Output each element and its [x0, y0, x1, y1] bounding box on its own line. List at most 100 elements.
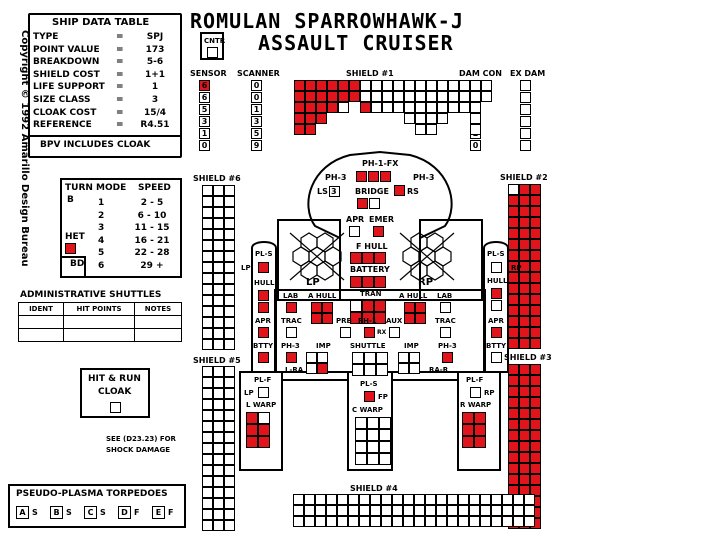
shield-4-box[interactable]	[293, 494, 304, 505]
shield-4-box[interactable]	[524, 505, 535, 516]
shield-6-box[interactable]	[224, 185, 235, 196]
shield-1-box[interactable]	[404, 102, 415, 113]
shuttle-box[interactable]	[352, 352, 364, 364]
shield-6-box[interactable]	[202, 251, 213, 262]
shield-4-box[interactable]	[392, 505, 403, 516]
rwarp-box[interactable]	[474, 424, 486, 436]
shield-3-box[interactable]	[530, 452, 541, 463]
shield-1-box[interactable]	[316, 113, 327, 124]
shield-6-box[interactable]	[202, 262, 213, 273]
shuttle-box[interactable]	[364, 352, 376, 364]
shield-6-box[interactable]	[224, 196, 235, 207]
shield-4-box[interactable]	[359, 505, 370, 516]
shield-2-box[interactable]	[530, 228, 541, 239]
shield-4-box[interactable]	[326, 516, 337, 527]
shield-5-box[interactable]	[202, 443, 213, 454]
imp-right-box[interactable]	[409, 352, 420, 363]
shield-3-box[interactable]	[530, 441, 541, 452]
shield-4-box[interactable]	[370, 516, 381, 527]
torpedo-box[interactable]: A	[16, 506, 29, 519]
shield-2-box[interactable]	[519, 261, 530, 272]
shield-1-box[interactable]	[305, 91, 316, 102]
shield-4-box[interactable]	[370, 494, 381, 505]
shield-1-box[interactable]	[481, 80, 492, 91]
imp-right-box[interactable]	[409, 363, 420, 374]
shield-5-box[interactable]	[202, 366, 213, 377]
shield-5-box[interactable]	[224, 410, 235, 421]
shield-2-box[interactable]	[530, 195, 541, 206]
shield-1-box[interactable]	[470, 80, 481, 91]
ahull-left-box[interactable]	[311, 313, 322, 324]
cwarp-box[interactable]	[355, 429, 367, 441]
rs-box[interactable]	[394, 185, 405, 196]
shield-6-box[interactable]	[213, 306, 224, 317]
shield-5-box[interactable]	[224, 377, 235, 388]
shield-6-box[interactable]	[202, 207, 213, 218]
sensor-cell[interactable]: 6	[199, 92, 210, 103]
het-box[interactable]	[65, 243, 76, 254]
shield-6-box[interactable]	[202, 339, 213, 350]
shield-5-box[interactable]	[202, 476, 213, 487]
shield-6-box[interactable]	[224, 295, 235, 306]
fhull-box[interactable]	[374, 252, 386, 264]
shield-4-box[interactable]	[381, 516, 392, 527]
shield-2-box[interactable]	[508, 184, 519, 195]
shield-2-box[interactable]	[519, 239, 530, 250]
shield-1-box[interactable]	[360, 102, 371, 113]
shield-3-box[interactable]	[508, 430, 519, 441]
shield-4-box[interactable]	[524, 516, 535, 527]
shield-2-box[interactable]	[508, 228, 519, 239]
shield-1-box[interactable]	[426, 91, 437, 102]
sensor-cell[interactable]: 3	[199, 116, 210, 127]
shield-3-box[interactable]	[519, 408, 530, 419]
shield-6-box[interactable]	[213, 317, 224, 328]
shield-1-box[interactable]	[437, 91, 448, 102]
shield-4-box[interactable]	[370, 505, 381, 516]
shield-3-box[interactable]	[508, 386, 519, 397]
shield-2-box[interactable]	[519, 250, 530, 261]
shield-3-box[interactable]	[519, 452, 530, 463]
shield-4-box[interactable]	[469, 505, 480, 516]
shield-1-box[interactable]	[382, 102, 393, 113]
shield-6-box[interactable]	[202, 295, 213, 306]
shield-1-box[interactable]	[415, 80, 426, 91]
shield-2-box[interactable]	[508, 217, 519, 228]
shield-2-box[interactable]	[530, 184, 541, 195]
shield-6-box[interactable]	[224, 273, 235, 284]
shield-5-box[interactable]	[213, 454, 224, 465]
ph3-rar-box[interactable]	[442, 352, 453, 363]
shuttle-box[interactable]	[352, 364, 364, 376]
shield-1-box[interactable]	[415, 124, 426, 135]
shield-4-box[interactable]	[392, 494, 403, 505]
shield-6-box[interactable]	[224, 328, 235, 339]
shield-6-box[interactable]	[213, 185, 224, 196]
shield-2-box[interactable]	[519, 316, 530, 327]
shield-4-box[interactable]	[513, 494, 524, 505]
shield-2-box[interactable]	[519, 294, 530, 305]
shield-1-box[interactable]	[393, 80, 404, 91]
shield-4-box[interactable]	[458, 505, 469, 516]
shield-5-box[interactable]	[202, 520, 213, 531]
shield-1-box[interactable]	[393, 91, 404, 102]
shuttle-box[interactable]	[376, 352, 388, 364]
shield-4-box[interactable]	[315, 494, 326, 505]
shield-1-box[interactable]	[459, 102, 470, 113]
shield-6-box[interactable]	[224, 229, 235, 240]
shield-6-box[interactable]	[224, 240, 235, 251]
shield-4-box[interactable]	[524, 494, 535, 505]
shield-4-box[interactable]	[293, 516, 304, 527]
shield-5-box[interactable]	[213, 421, 224, 432]
sensor-cell[interactable]: 1	[199, 128, 210, 139]
btty-right-box[interactable]	[491, 352, 502, 363]
aux-box[interactable]	[389, 327, 400, 338]
shield-5-box[interactable]	[213, 476, 224, 487]
rwarp-box[interactable]	[474, 436, 486, 448]
shield-6-box[interactable]	[202, 306, 213, 317]
shield-3-box[interactable]	[508, 375, 519, 386]
shield-2-box[interactable]	[519, 338, 530, 349]
shield-4-box[interactable]	[502, 505, 513, 516]
shield-6-box[interactable]	[202, 317, 213, 328]
cwarp-box[interactable]	[379, 453, 391, 465]
exdam-cell[interactable]	[520, 92, 531, 103]
cwarp-box[interactable]	[379, 417, 391, 429]
